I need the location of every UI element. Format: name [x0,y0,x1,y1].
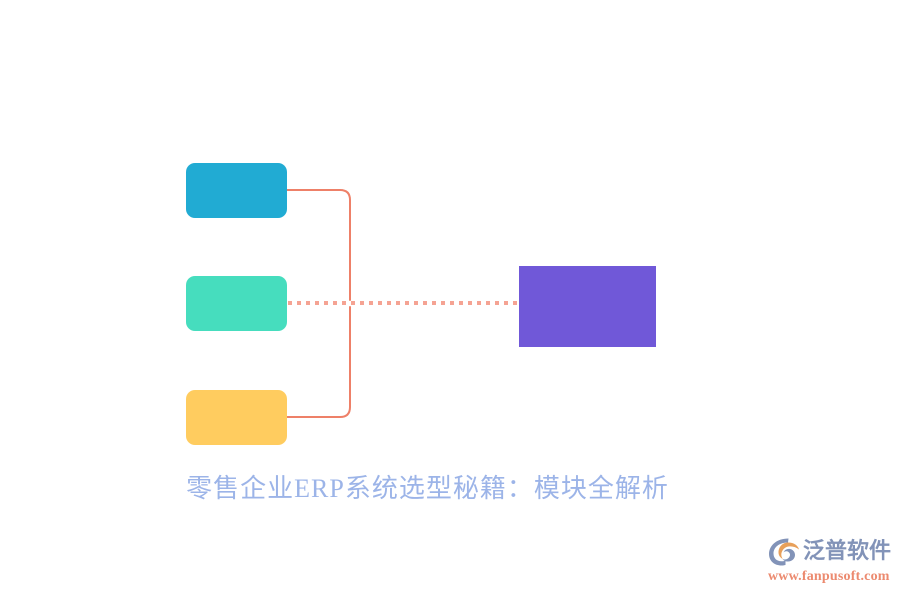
fanpu-logo-icon [769,538,799,565]
node-output-target-label [519,266,656,347]
diagram-stage [186,163,656,445]
watermark-brand-row: 泛普软件 [768,534,892,568]
node-input-primary-label [186,163,287,218]
node-output-target[interactable] [519,266,656,347]
watermark-brand-text: 泛普软件 [803,538,892,563]
watermark-url-text: www.fanpusoft.com [768,569,890,584]
diagram-caption: 零售企业ERP系统选型秘籍：模块全解析 [0,468,900,505]
node-input-secondary[interactable] [186,276,287,331]
watermark: 泛普软件 www.fanpusoft.com [768,534,892,590]
node-input-secondary-label [186,276,287,331]
node-input-primary[interactable] [186,163,287,218]
connector-tertiary-to-bus [286,306,351,418]
node-input-tertiary-label [186,390,287,445]
connector-primary-to-bus [286,189,351,301]
node-input-tertiary[interactable] [186,390,287,445]
diagram-caption-text: 零售企业ERP系统选型秘籍：模块全解析 [186,474,669,503]
connector-layer [286,189,521,418]
